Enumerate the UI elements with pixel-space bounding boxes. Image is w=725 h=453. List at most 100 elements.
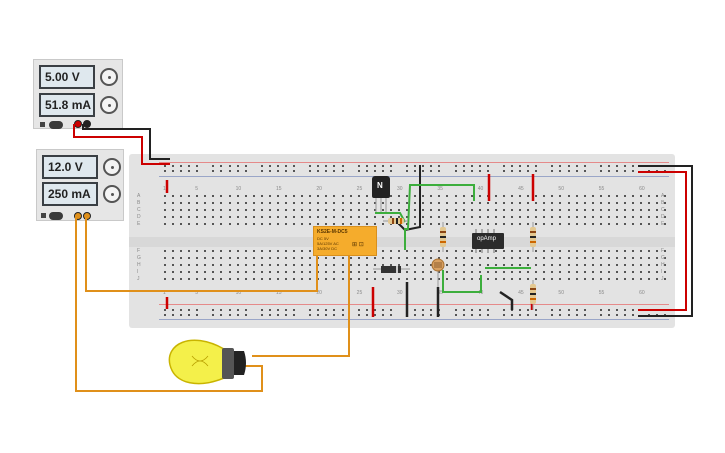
breadboard-hole[interactable] — [607, 209, 610, 211]
breadboard-hole[interactable] — [430, 165, 433, 167]
breadboard-hole[interactable] — [301, 195, 304, 197]
breadboard-hole[interactable] — [381, 209, 384, 211]
breadboard-hole[interactable] — [446, 216, 449, 218]
breadboard-hole[interactable] — [357, 216, 360, 218]
breadboard-hole[interactable] — [228, 216, 231, 218]
breadboard-hole[interactable] — [293, 223, 296, 225]
breadboard-hole[interactable] — [607, 309, 610, 311]
breadboard-hole[interactable] — [462, 209, 465, 211]
breadboard-hole[interactable] — [309, 309, 312, 311]
breadboard-hole[interactable] — [180, 165, 183, 167]
breadboard-hole[interactable] — [623, 202, 626, 204]
breadboard-hole[interactable] — [349, 209, 352, 211]
breadboard-hole[interactable] — [276, 257, 279, 259]
breadboard-hole[interactable] — [454, 309, 457, 311]
breadboard-hole[interactable] — [180, 278, 183, 280]
breadboard-hole[interactable] — [285, 314, 288, 316]
breadboard-hole[interactable] — [341, 202, 344, 204]
breadboard-hole[interactable] — [535, 209, 538, 211]
breadboard-hole[interactable] — [599, 271, 602, 273]
breadboard-hole[interactable] — [164, 278, 166, 280]
breadboard-hole[interactable] — [494, 223, 497, 225]
breadboard-hole[interactable] — [164, 250, 166, 252]
breadboard-hole[interactable] — [632, 195, 635, 197]
breadboard-hole[interactable] — [398, 250, 401, 252]
breadboard-hole[interactable] — [325, 223, 328, 225]
breadboard-hole[interactable] — [664, 216, 667, 218]
breadboard-hole[interactable] — [519, 195, 522, 197]
breadboard-hole[interactable] — [615, 195, 618, 197]
breadboard-hole[interactable] — [478, 223, 481, 225]
breadboard-hole[interactable] — [276, 202, 279, 204]
breadboard-hole[interactable] — [196, 195, 199, 197]
breadboard-hole[interactable] — [268, 257, 271, 259]
breadboard-hole[interactable] — [535, 216, 538, 218]
breadboard-hole[interactable] — [583, 170, 586, 172]
breadboard-hole[interactable] — [478, 209, 481, 211]
breadboard-hole[interactable] — [373, 216, 376, 218]
breadboard-hole[interactable] — [252, 250, 255, 252]
breadboard-hole[interactable] — [349, 202, 352, 204]
breadboard-hole[interactable] — [519, 250, 522, 252]
breadboard-hole[interactable] — [228, 271, 231, 273]
breadboard-hole[interactable] — [632, 257, 635, 259]
breadboard-hole[interactable] — [454, 278, 457, 280]
breadboard-hole[interactable] — [260, 314, 263, 316]
breadboard-hole[interactable] — [591, 216, 594, 218]
breadboard-hole[interactable] — [462, 195, 465, 197]
breadboard-hole[interactable] — [656, 202, 659, 204]
breadboard-hole[interactable] — [519, 271, 522, 273]
breadboard-hole[interactable] — [228, 165, 231, 167]
breadboard-hole[interactable] — [462, 202, 465, 204]
breadboard-hole[interactable] — [365, 314, 368, 316]
breadboard-hole[interactable] — [188, 278, 191, 280]
breadboard-hole[interactable] — [172, 223, 175, 225]
breadboard-hole[interactable] — [607, 170, 610, 172]
breadboard-hole[interactable] — [309, 271, 312, 273]
breadboard-hole[interactable] — [648, 278, 651, 280]
npn-transistor[interactable]: N — [372, 176, 390, 198]
breadboard-hole[interactable] — [575, 314, 578, 316]
breadboard-hole[interactable] — [599, 250, 602, 252]
breadboard-hole[interactable] — [276, 209, 279, 211]
breadboard-hole[interactable] — [632, 170, 635, 172]
breadboard-hole[interactable] — [535, 314, 538, 316]
breadboard-hole[interactable] — [454, 223, 457, 225]
breadboard-hole[interactable] — [196, 223, 199, 225]
breadboard-hole[interactable] — [180, 264, 183, 266]
breadboard-hole[interactable] — [309, 223, 312, 225]
breadboard-hole[interactable] — [527, 257, 530, 259]
breadboard-hole[interactable] — [575, 209, 578, 211]
breadboard-hole[interactable] — [260, 216, 263, 218]
breadboard-hole[interactable] — [511, 278, 513, 280]
breadboard-hole[interactable] — [414, 195, 417, 197]
breadboard-hole[interactable] — [293, 195, 296, 197]
breadboard-hole[interactable] — [535, 165, 538, 167]
breadboard-hole[interactable] — [648, 264, 651, 266]
breadboard-hole[interactable] — [632, 278, 635, 280]
breadboard-hole[interactable] — [615, 314, 618, 316]
breadboard-hole[interactable] — [648, 216, 651, 218]
breadboard-hole[interactable] — [389, 165, 392, 167]
breadboard-hole[interactable] — [438, 257, 441, 259]
breadboard-hole[interactable] — [293, 165, 296, 167]
breadboard-hole[interactable] — [454, 170, 457, 172]
breadboard-hole[interactable] — [236, 314, 239, 316]
breadboard-hole[interactable] — [268, 195, 271, 197]
breadboard-hole[interactable] — [623, 216, 626, 218]
breadboard-hole[interactable] — [535, 257, 538, 259]
breadboard-hole[interactable] — [430, 216, 433, 218]
breadboard-hole[interactable] — [244, 257, 247, 259]
breadboard-hole[interactable] — [172, 250, 175, 252]
breadboard-hole[interactable] — [519, 264, 522, 266]
breadboard-hole[interactable] — [325, 257, 328, 259]
breadboard-hole[interactable] — [325, 314, 328, 316]
breadboard-hole[interactable] — [486, 257, 489, 259]
breadboard-hole[interactable] — [535, 202, 538, 204]
breadboard-hole[interactable] — [414, 202, 417, 204]
breadboard-hole[interactable] — [260, 271, 263, 273]
breadboard-hole[interactable] — [357, 278, 360, 280]
breadboard-hole[interactable] — [599, 278, 602, 280]
breadboard-hole[interactable] — [591, 209, 594, 211]
breadboard-hole[interactable] — [438, 271, 441, 273]
